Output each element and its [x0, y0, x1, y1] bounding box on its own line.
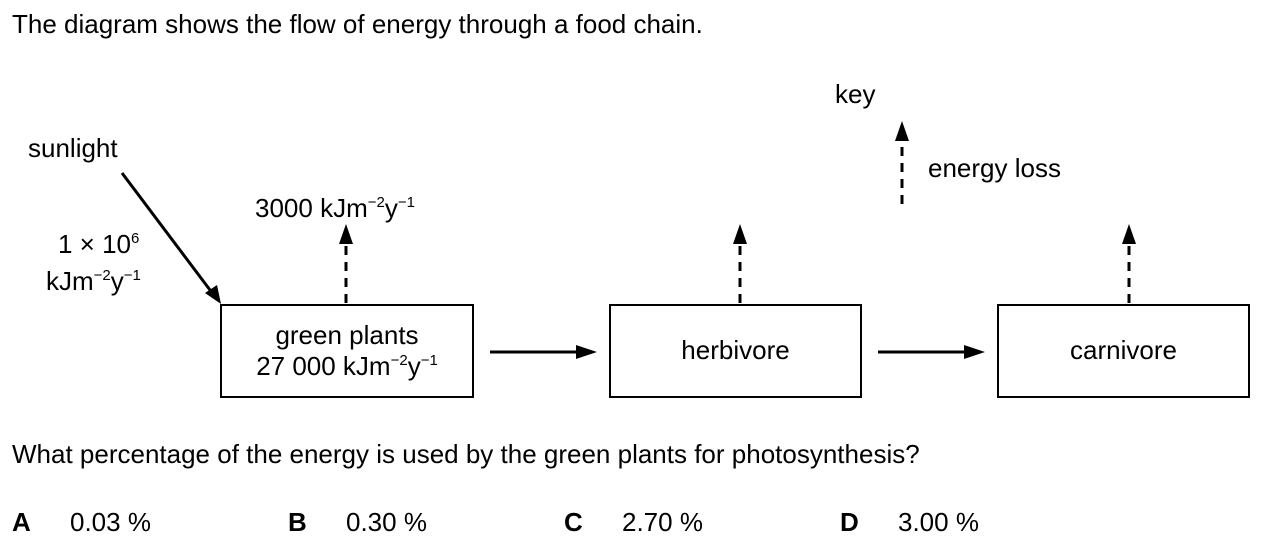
option-value: 0.03 %: [70, 507, 151, 537]
key-arrow-icon: [895, 121, 909, 204]
sunlight-arrow: [120, 172, 218, 299]
sunlight-unit: kJm−2y−1: [46, 266, 141, 296]
green-plants-name: green plants: [275, 319, 419, 350]
option-letter: B: [288, 507, 307, 537]
key-title: key: [835, 79, 876, 109]
option-b[interactable]: B 0.30 %: [288, 507, 427, 538]
green-plants-value: 27 000 kJm−2y−1: [256, 351, 438, 381]
option-letter: A: [12, 507, 31, 537]
carnivore-box: carnivore: [997, 304, 1250, 398]
option-letter: D: [840, 507, 859, 537]
carnivore-name: carnivore: [1070, 335, 1177, 366]
energy-loss-arrow-herbivore: [733, 224, 747, 303]
sunlight-label: sunlight: [28, 133, 118, 163]
option-d[interactable]: D 3.00 %: [840, 507, 979, 538]
sunlight-arrow-head: [205, 285, 221, 304]
sunlight-value: 1 × 106: [58, 229, 140, 259]
energy-loss-value-label: 3000 kJm−2y−1: [255, 193, 415, 223]
option-value: 2.70 %: [622, 507, 703, 537]
option-value: 3.00 %: [898, 507, 979, 537]
herbivore-name: herbivore: [681, 335, 790, 366]
green-plants-box: green plants 27 000 kJm−2y−1: [220, 304, 474, 398]
energy-loss-arrow-plants: [339, 224, 353, 303]
intro-text: The diagram shows the flow of energy thr…: [12, 9, 703, 39]
question-text: What percentage of the energy is used by…: [12, 439, 920, 469]
key-entry: energy loss: [928, 153, 1061, 183]
energy-loss-arrow-carnivore: [1122, 224, 1136, 303]
option-letter: C: [564, 507, 583, 537]
option-c[interactable]: C 2.70 %: [564, 507, 703, 538]
option-value: 0.30 %: [346, 507, 427, 537]
option-a[interactable]: A 0.03 %: [12, 507, 151, 538]
herbivore-box: herbivore: [609, 304, 862, 398]
